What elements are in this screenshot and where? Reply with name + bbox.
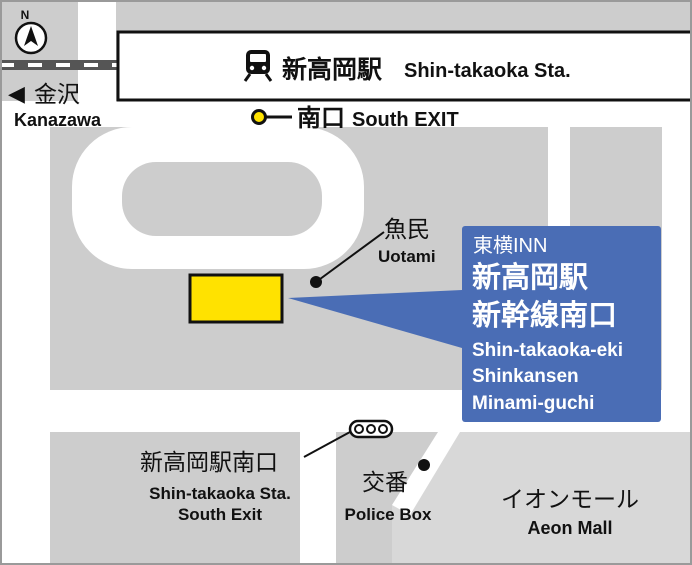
hotel-marker bbox=[188, 273, 284, 324]
hotel-name-en-3: Minami-guchi bbox=[472, 393, 594, 414]
north-arrow-icon: N bbox=[14, 8, 48, 55]
hotel-name-en-1: Shin-takaoka-eki bbox=[472, 340, 623, 361]
exit-name-en: South EXIT bbox=[352, 109, 459, 131]
aeon-ja: イオンモール bbox=[501, 486, 639, 512]
direction-kanazawa: ◀ 金沢 Kanazawa bbox=[8, 81, 102, 130]
road-west-vertical bbox=[0, 101, 50, 565]
station-frame bbox=[116, 30, 692, 102]
hotel-name-en-2: Shinkansen bbox=[472, 366, 579, 387]
hotel-name-ja-1: 新高岡駅 bbox=[472, 261, 588, 294]
direction-name-en: Kanazawa bbox=[14, 110, 102, 130]
landmark-uotami: 魚民 Uotami bbox=[310, 216, 436, 288]
train-icon bbox=[243, 50, 273, 82]
railway bbox=[0, 60, 120, 70]
station-name-en: Shin-takaoka Sta. bbox=[404, 60, 571, 82]
uotami-ja: 魚民 bbox=[384, 216, 430, 242]
direction-name-ja: 金沢 bbox=[34, 81, 80, 107]
landmark-police: 交番 Police Box bbox=[345, 459, 432, 524]
mall-edge bbox=[392, 432, 460, 515]
compass-label: N bbox=[21, 8, 30, 22]
road-lower-divider bbox=[300, 432, 336, 565]
signal-en-2: South Exit bbox=[178, 505, 262, 524]
direction-arrow-icon: ◀ bbox=[8, 81, 25, 106]
road-north bbox=[0, 101, 692, 127]
station-box: 新高岡駅 Shin-takaoka Sta. bbox=[116, 30, 692, 102]
plaza-inner bbox=[122, 162, 322, 236]
police-en: Police Box bbox=[345, 505, 432, 524]
uotami-point bbox=[310, 276, 322, 288]
hotel-callout: 東横INN 新高岡駅 新幹線南口 Shin-takaoka-eki Shinka… bbox=[462, 226, 661, 422]
landmark-aeon: イオンモール Aeon Mall bbox=[501, 486, 639, 538]
aeon-en: Aeon Mall bbox=[527, 518, 612, 538]
station-name-ja: 新高岡駅 bbox=[282, 55, 382, 84]
south-exit: 南口 South EXIT bbox=[251, 105, 459, 132]
road-top-strip bbox=[78, 0, 116, 101]
exit-name-ja: 南口 bbox=[297, 105, 345, 132]
hotel-brand: 東横INN bbox=[473, 234, 547, 257]
signal-ja: 新高岡駅南口 bbox=[140, 449, 278, 475]
traffic-signal-icon bbox=[303, 419, 394, 458]
exit-marker-icon bbox=[251, 109, 267, 125]
police-ja: 交番 bbox=[362, 469, 408, 495]
mall-block bbox=[392, 432, 692, 565]
hotel-name-ja-2: 新幹線南口 bbox=[472, 298, 617, 332]
police-point bbox=[418, 459, 430, 471]
callout-pointer bbox=[288, 290, 462, 348]
landmark-signal: 新高岡駅南口 Shin-takaoka Sta. South Exit bbox=[140, 449, 291, 524]
uotami-en: Uotami bbox=[378, 247, 436, 266]
signal-en-1: Shin-takaoka Sta. bbox=[149, 484, 291, 503]
